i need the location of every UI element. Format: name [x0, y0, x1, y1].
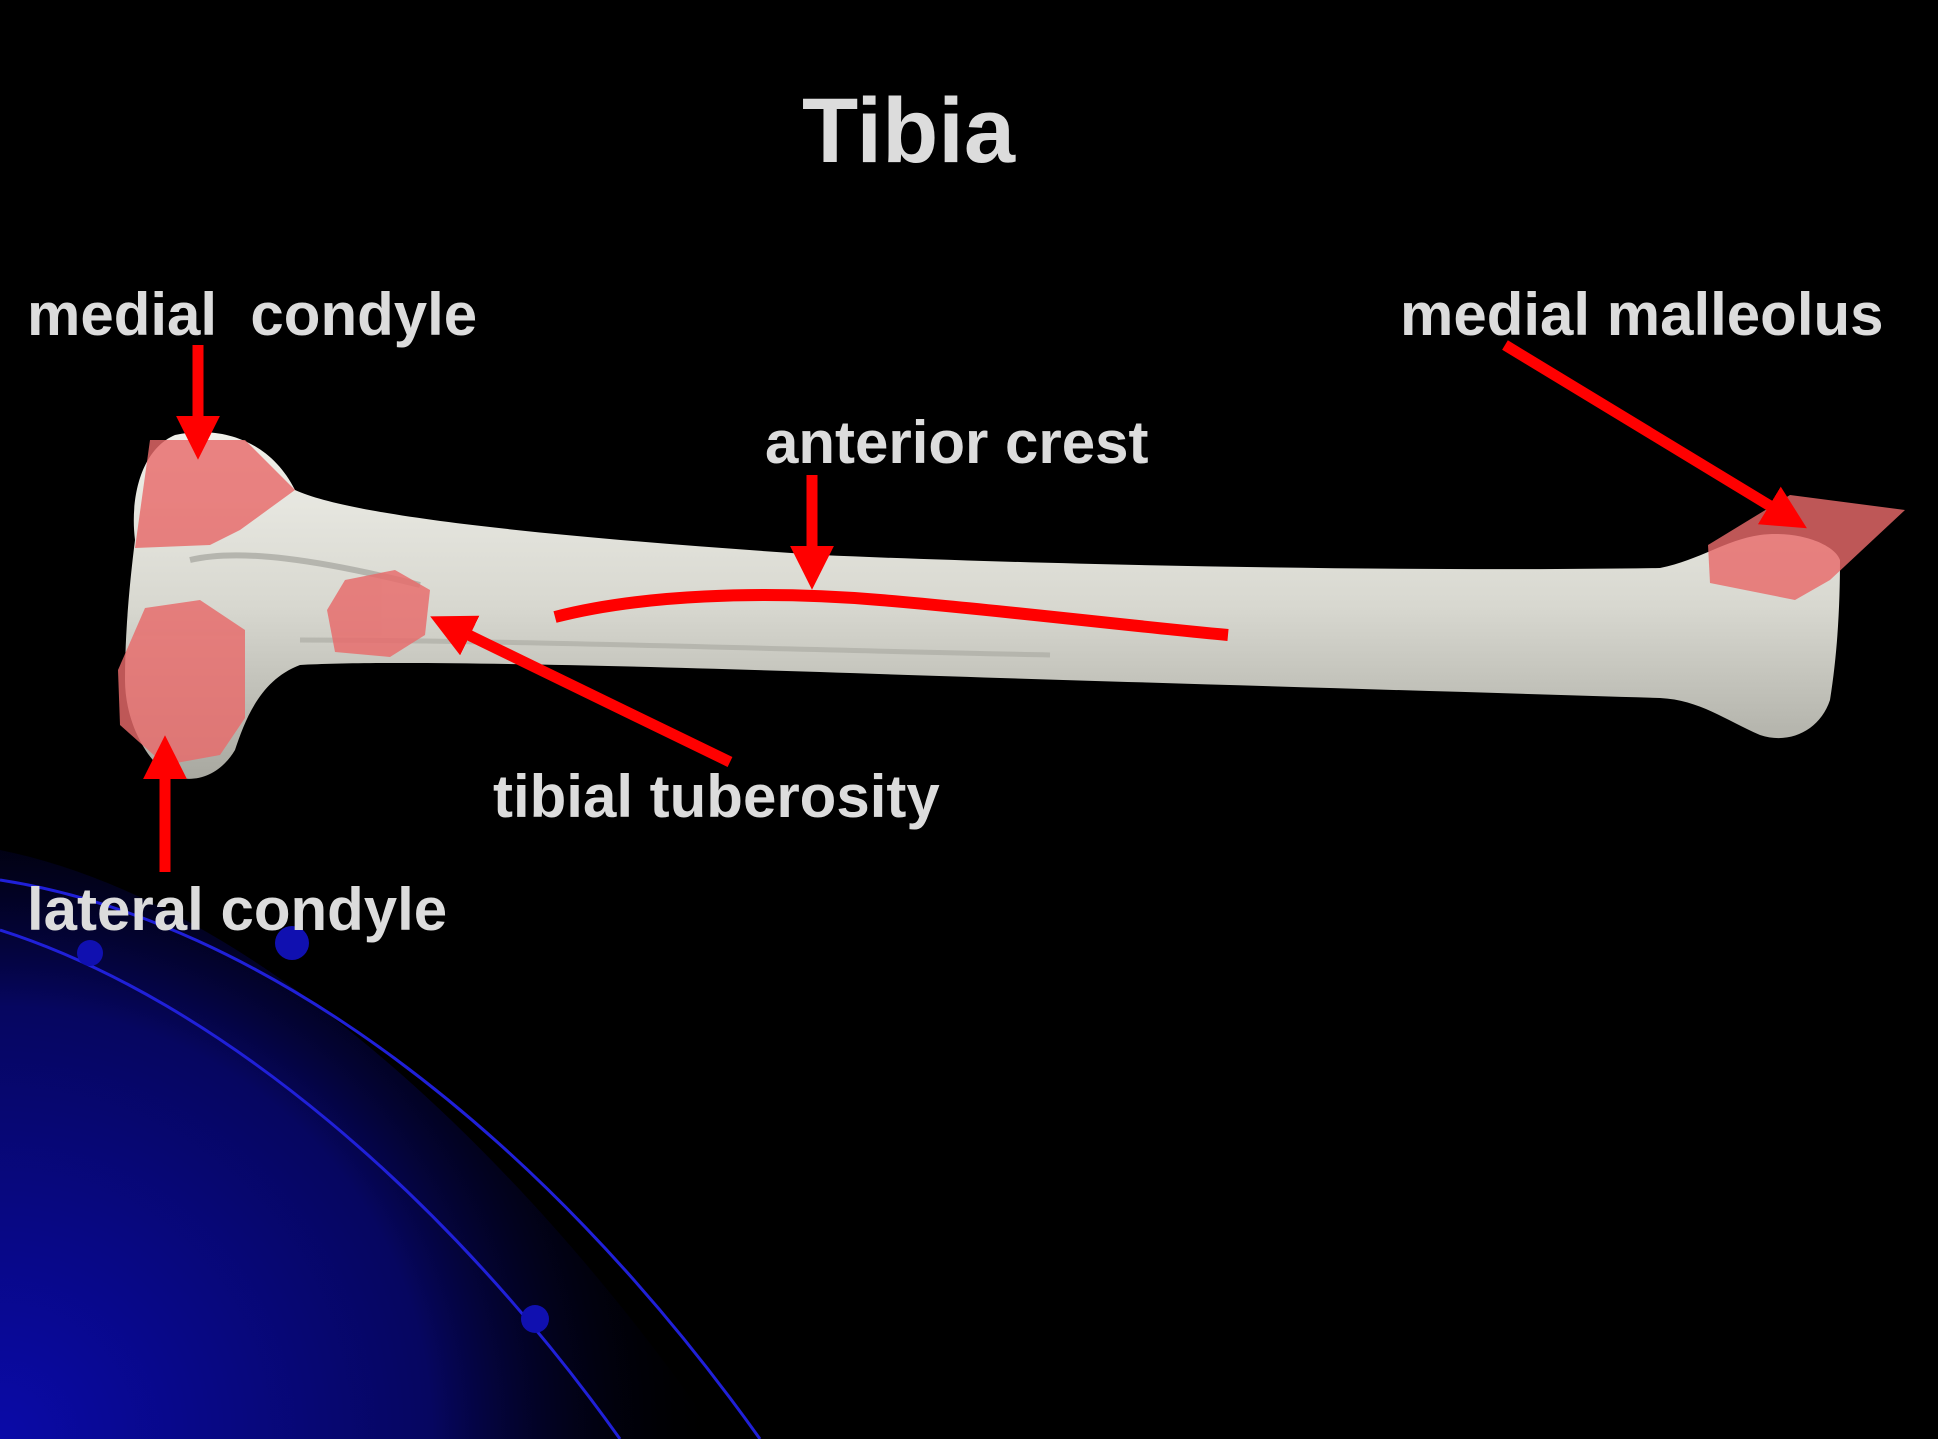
- label-lateral-condyle: lateral condyle: [27, 880, 447, 940]
- label-medial-condyle: medial condyle: [27, 285, 477, 345]
- slide-title: Tibia: [802, 85, 1015, 177]
- label-medial-malleolus: medial malleolus: [1400, 285, 1884, 345]
- label-tibial-tuberosity: tibial tuberosity: [493, 767, 940, 827]
- label-anterior-crest: anterior crest: [765, 413, 1149, 473]
- medial-malleolus-arrow: [1505, 345, 1790, 518]
- medial-malleolus-region: [1708, 495, 1905, 600]
